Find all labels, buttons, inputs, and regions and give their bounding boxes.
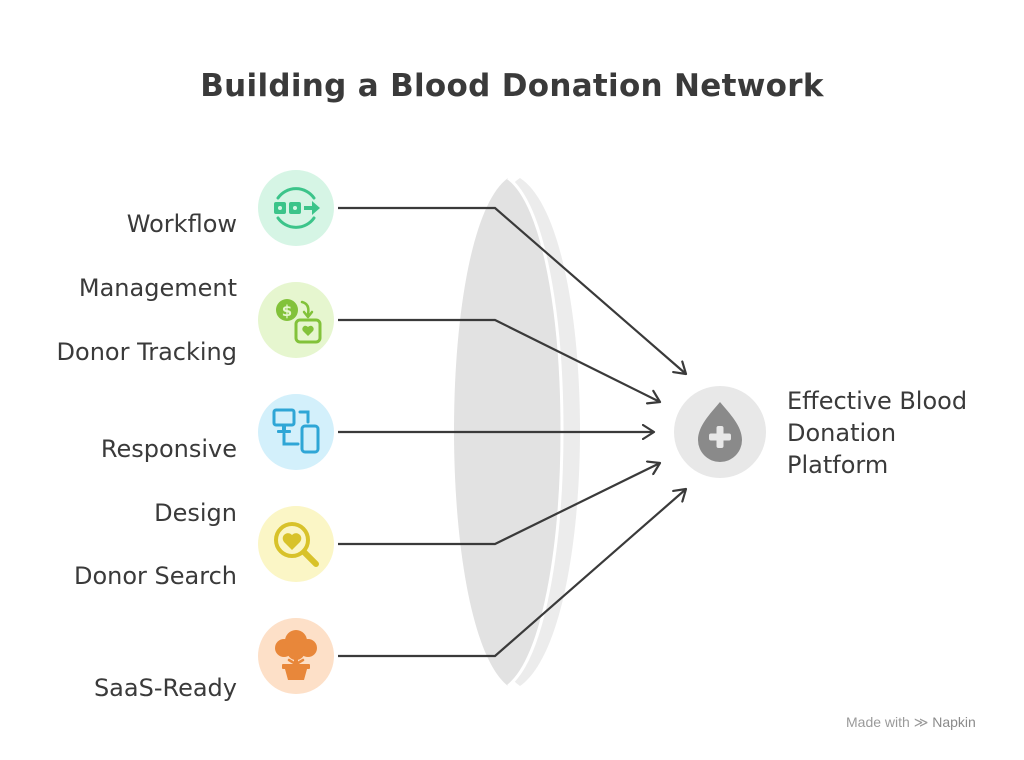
connector-arrows <box>338 206 686 658</box>
watermark[interactable]: Made with ≫ Napkin <box>846 714 976 731</box>
arrow-search <box>338 463 660 546</box>
napkin-logo-icon: ≫ <box>913 714 929 730</box>
input-label-saas: SaaS-Ready <box>93 674 237 702</box>
responsive-circle <box>258 394 334 470</box>
input-label-workflow: Workflow Management <box>78 210 237 302</box>
arrow-workflow <box>338 206 686 374</box>
watermark-brand: Napkin <box>932 714 976 730</box>
arrow-tracking <box>338 318 660 402</box>
output-label: Effective Blood Donation Platform <box>787 387 968 479</box>
watermark-prefix: Made with <box>846 714 910 730</box>
blood-drop-plus-icon <box>698 402 742 462</box>
arrow-saas <box>338 489 686 658</box>
input-label-search: Donor Search <box>73 562 237 590</box>
input-label-responsive: Responsive Design <box>100 435 237 527</box>
tracking-circle <box>258 282 334 358</box>
workflow-icon <box>274 187 320 229</box>
potted-tree-icon <box>275 630 317 680</box>
devices-icon <box>272 408 320 454</box>
svg-text:$: $ <box>282 302 292 320</box>
diagram-title: Building a Blood Donation Network <box>200 68 824 104</box>
donation-tracking-icon: $ <box>276 299 322 344</box>
input-label-tracking: Donor Tracking <box>56 338 237 366</box>
heart-search-icon <box>274 522 319 567</box>
